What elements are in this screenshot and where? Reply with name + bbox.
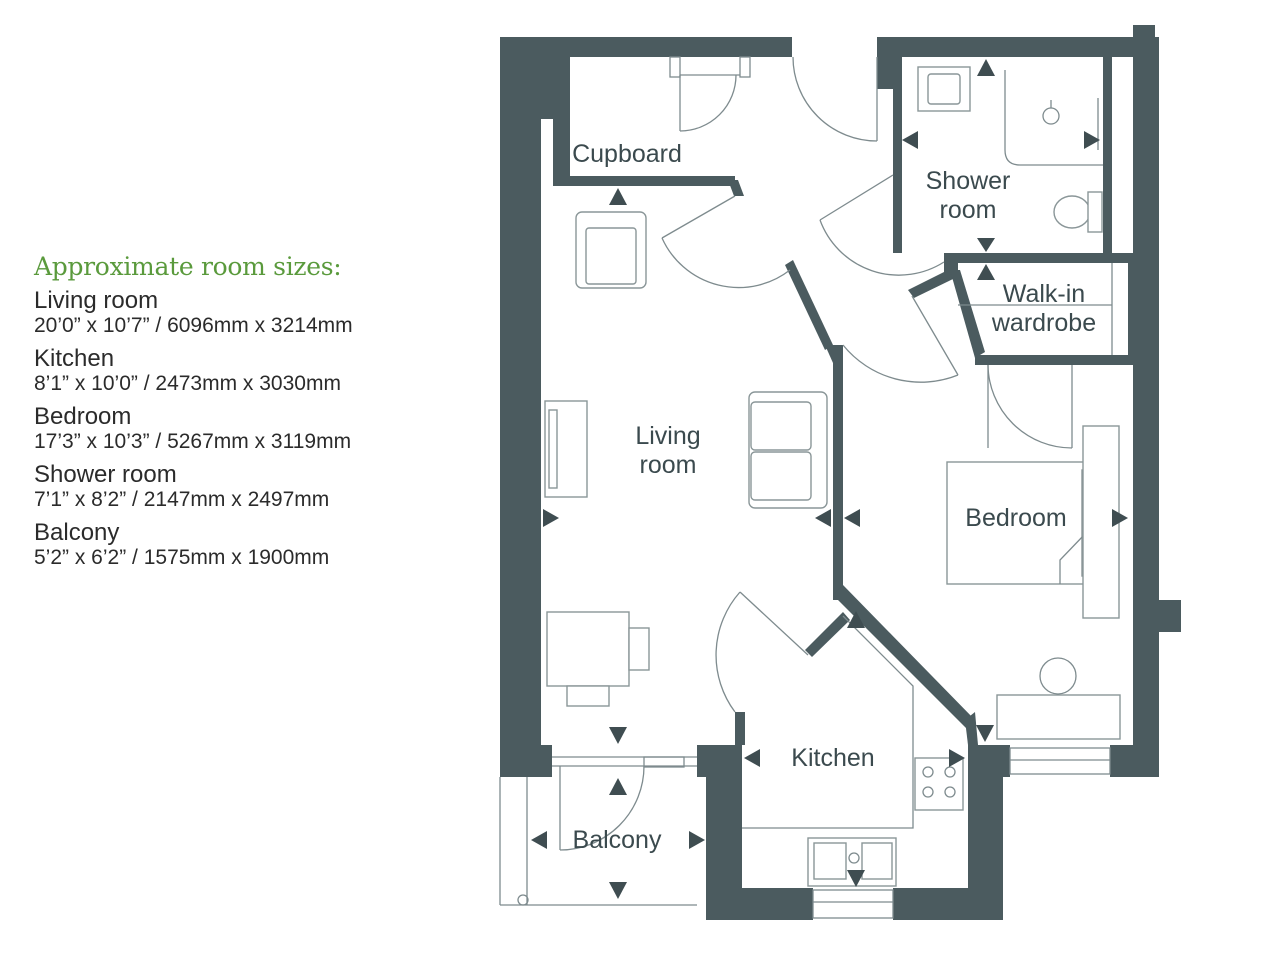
legend-entry-balcony: Balcony 5’2” x 6’2” / 1575mm x 1900mm [34, 519, 454, 570]
exterior-walls [500, 25, 1181, 920]
label-walkin-line2: wardrobe [991, 309, 1096, 337]
legend-room-dims: 20’0” x 10’7” / 6096mm x 3214mm [34, 314, 353, 337]
windows [499, 747, 1111, 919]
legend-room-name: Bedroom [34, 403, 132, 430]
legend-entry-bedroom: Bedroom 17’3” x 10’3” / 5267mm x 3119mm [34, 403, 454, 454]
legend-entry-kitchen: Kitchen 8’1” x 10’0” / 2473mm x 3030mm [34, 345, 454, 396]
legend-room-dims: 7’1” x 8’2” / 2147mm x 2497mm [34, 488, 330, 511]
legend-entry-shower: Shower room 7’1” x 8’2” / 2147mm x 2497m… [34, 461, 454, 512]
label-kitchen: Kitchen [791, 744, 874, 772]
legend-room-name: Shower room [34, 461, 177, 488]
legend-room-dims: 17’3” x 10’3” / 5267mm x 3119mm [34, 430, 352, 453]
room-sizes-legend: Approximate room sizes: Living room 20’0… [34, 252, 454, 577]
label-balcony: Balcony [573, 826, 662, 854]
label-living-room-line1: Living [635, 422, 700, 450]
label-cupboard: Cupboard [572, 140, 682, 168]
label-shower-room-line1: Shower [926, 167, 1011, 195]
legend-title: Approximate room sizes: [34, 252, 342, 281]
label-shower-room-line2: room [940, 196, 997, 224]
legend-entry-living: Living room 20’0” x 10’7” / 6096mm x 321… [34, 287, 454, 338]
label-living-room-line2: room [640, 451, 697, 479]
legend-room-dims: 5’2” x 6’2” / 1575mm x 1900mm [34, 546, 330, 569]
legend-room-name: Living room [34, 287, 159, 314]
furniture [544, 66, 1121, 887]
legend-room-name: Balcony [34, 519, 120, 546]
dimension-arrows [531, 59, 1128, 899]
legend-room-dims: 8’1” x 10’0” / 2473mm x 3030mm [34, 372, 341, 395]
label-bedroom: Bedroom [965, 504, 1066, 532]
doors [559, 56, 1073, 851]
label-walkin-line1: Walk-in [1003, 280, 1085, 308]
interior-walls [514, 37, 1135, 745]
legend-room-name: Kitchen [34, 345, 115, 372]
